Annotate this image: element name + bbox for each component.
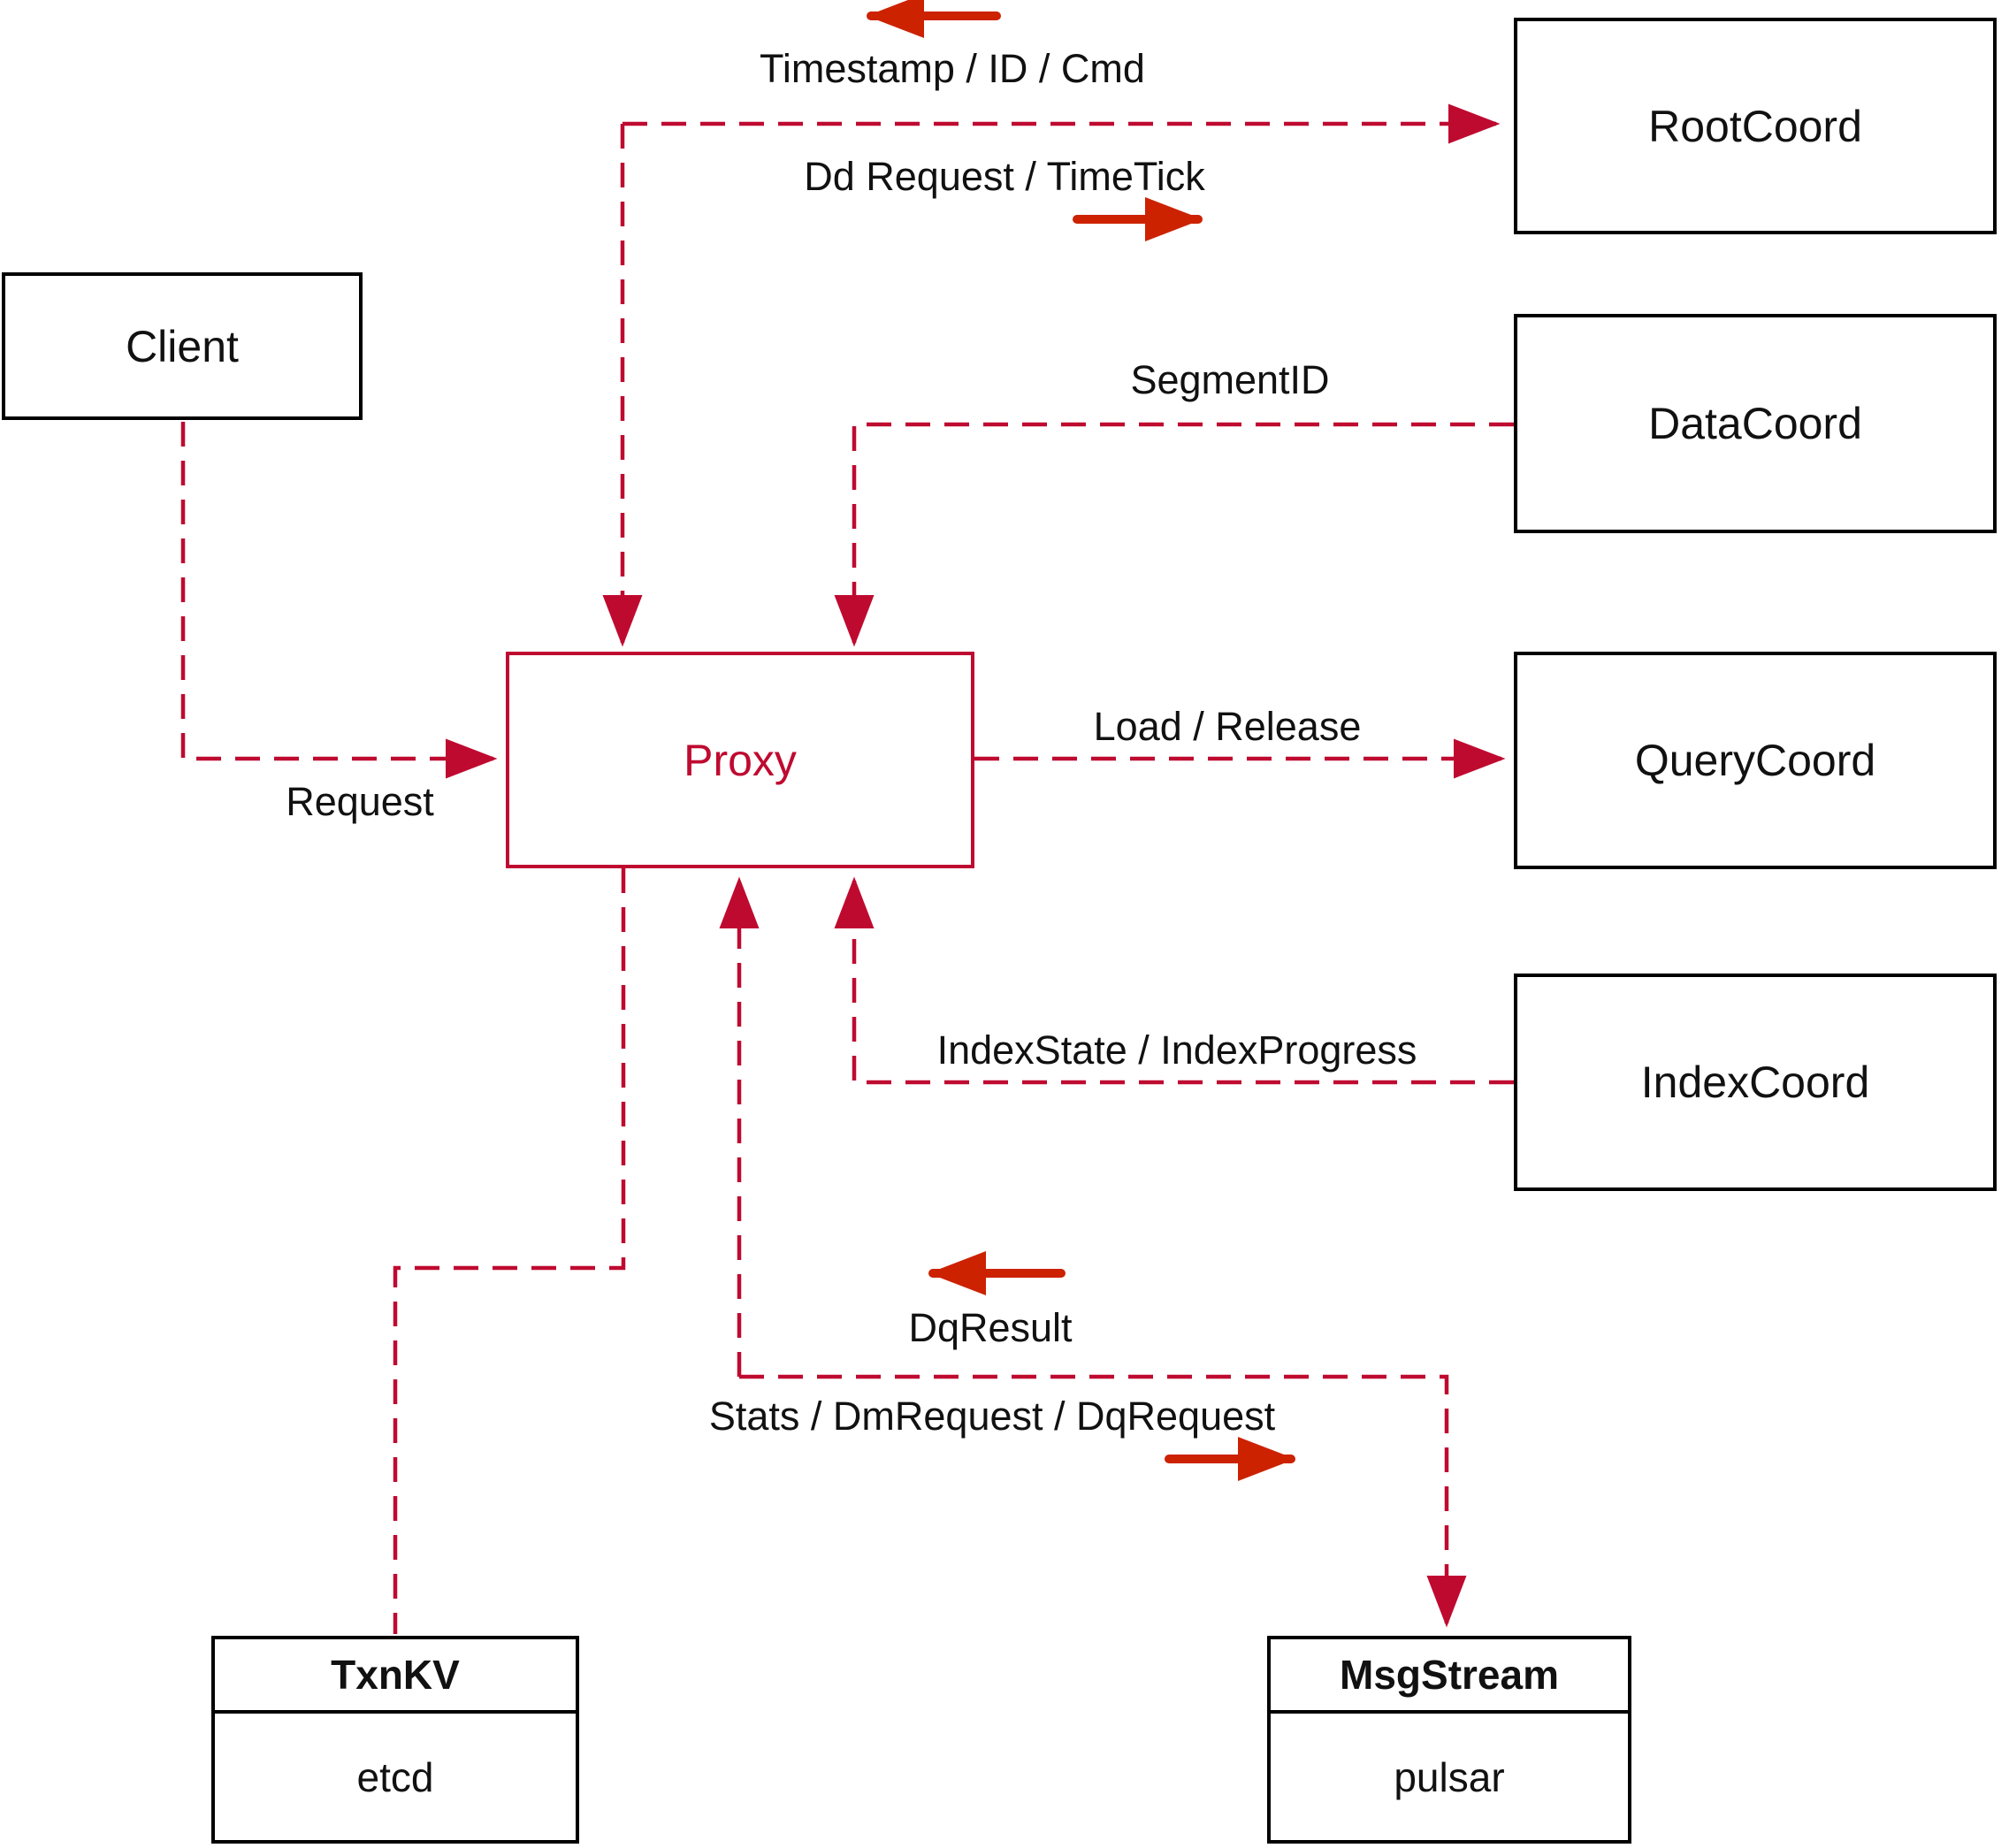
- node-proxy-label: Proxy: [684, 735, 797, 785]
- edge-proxy-to-txnkv: [393, 868, 626, 1634]
- node-msgstream-subtitle: pulsar: [1394, 1753, 1505, 1800]
- edge-label-dq-result: DqResult: [908, 1305, 1073, 1350]
- node-txnkv-title: TxnKV: [215, 1639, 576, 1714]
- node-msgstream: MsgStream pulsar: [1267, 1636, 1631, 1844]
- node-datacoord: DataCoord: [1514, 314, 1997, 533]
- node-client: Client: [2, 272, 363, 420]
- node-indexcoord: IndexCoord: [1514, 974, 1997, 1191]
- node-txnkv: TxnKV etcd: [211, 1636, 579, 1844]
- edge-client-to-proxy: [180, 422, 498, 779]
- node-datacoord-label: DataCoord: [1648, 399, 1862, 448]
- edge-label-dd-request-timetick: Dd Request / TimeTick: [804, 154, 1205, 199]
- node-client-label: Client: [126, 321, 239, 371]
- node-indexcoord-label: IndexCoord: [1640, 1058, 1870, 1107]
- node-proxy: Proxy: [506, 652, 974, 868]
- node-rootcoord: RootCoord: [1514, 18, 1997, 234]
- edge-label-load-release: Load / Release: [1093, 704, 1362, 749]
- edge-label-index-state-progress: IndexState / IndexProgress: [936, 1027, 1417, 1073]
- node-rootcoord-label: RootCoord: [1648, 101, 1862, 151]
- edge-label-timestamp-id-cmd: Timestamp / ID / Cmd: [760, 46, 1145, 91]
- edge-indexcoord-to-proxy: [834, 876, 1514, 1085]
- edge-label-request: Request: [286, 779, 434, 824]
- node-querycoord-label: QueryCoord: [1634, 736, 1876, 785]
- node-querycoord: QueryCoord: [1514, 652, 1997, 869]
- node-msgstream-title: MsgStream: [1271, 1639, 1628, 1714]
- edge-proxy-to-msgstream: [739, 1374, 1467, 1628]
- node-txnkv-subtitle: etcd: [356, 1753, 434, 1800]
- edge-label-stats-dm-dq-request: Stats / DmRequest / DqRequest: [708, 1394, 1276, 1439]
- edge-label-segment-id: SegmentID: [1130, 357, 1330, 402]
- edge-datacoord-to-proxy: [834, 422, 1514, 647]
